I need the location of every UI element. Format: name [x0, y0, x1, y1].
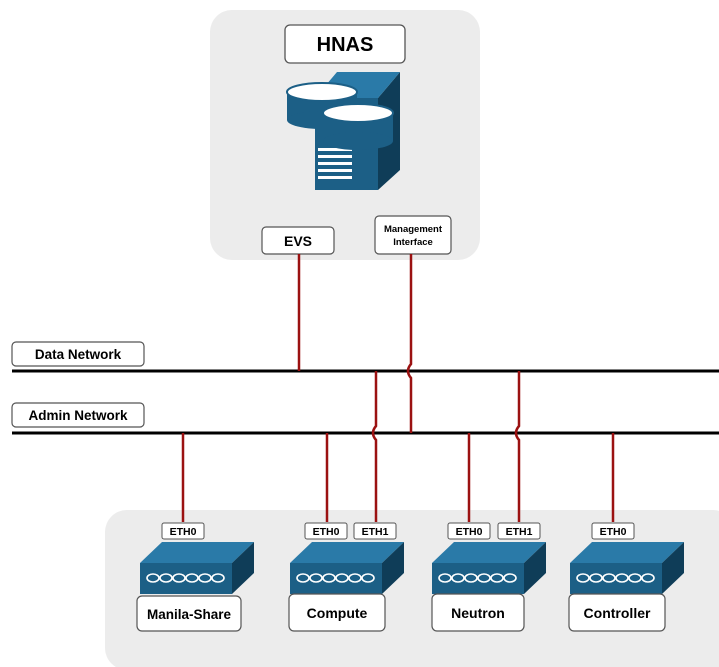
storage-server-icon — [286, 72, 400, 190]
node-manila-share: ETH0 Manila-Share — [136, 522, 254, 632]
node-controller: ETH0 Controller — [568, 522, 684, 632]
node-neutron: ETH0 ETH1 Neutron — [431, 522, 546, 632]
port-eth0-box: ETH0 — [161, 522, 205, 540]
port-label: ETH1 — [362, 526, 389, 538]
nodes-panel — [105, 510, 719, 667]
compute-eth1-link — [371, 371, 378, 522]
evs-box: EVS — [261, 226, 335, 255]
network-switch-icon — [432, 542, 546, 594]
node-name-box: Neutron — [431, 593, 525, 632]
network-switch-icon — [570, 542, 684, 594]
neutron-eth1-link — [514, 371, 521, 522]
port-label: ETH1 — [506, 526, 533, 538]
data-network-label: Data Network — [35, 347, 122, 362]
network-links — [181, 254, 615, 522]
node-name: Compute — [307, 605, 368, 621]
data-network-label-box: Data Network — [11, 341, 145, 367]
port-eth0-box: ETH0 — [591, 522, 635, 540]
node-compute: ETH0 ETH1 Compute — [288, 522, 404, 632]
hnas-title: HNAS — [317, 34, 374, 56]
admin-network-label: Admin Network — [28, 408, 128, 423]
node-name: Manila-Share — [147, 607, 232, 622]
node-name-box: Controller — [568, 593, 666, 632]
port-eth1-box: ETH1 — [353, 522, 397, 540]
management-admin-link — [406, 254, 413, 433]
node-name-box: Manila-Share — [136, 595, 242, 632]
management-label-line1: Management — [384, 224, 443, 235]
node-name-box: Compute — [288, 593, 386, 632]
port-label: ETH0 — [600, 526, 627, 538]
admin-network-label-box: Admin Network — [11, 402, 145, 428]
evs-label: EVS — [284, 233, 312, 249]
management-interface-box: Management Interface — [374, 215, 452, 255]
network-switch-icon — [290, 542, 404, 594]
port-eth1-box: ETH1 — [497, 522, 541, 540]
network-switch-icon — [140, 542, 254, 594]
port-label: ETH0 — [170, 526, 197, 538]
node-name: Controller — [584, 605, 651, 621]
management-label-line2: Interface — [393, 237, 433, 248]
port-label: ETH0 — [456, 526, 483, 538]
node-name: Neutron — [451, 605, 505, 621]
hnas-title-box: HNAS — [284, 24, 406, 64]
port-eth0-box: ETH0 — [447, 522, 491, 540]
port-label: ETH0 — [313, 526, 340, 538]
port-eth0-box: ETH0 — [304, 522, 348, 540]
